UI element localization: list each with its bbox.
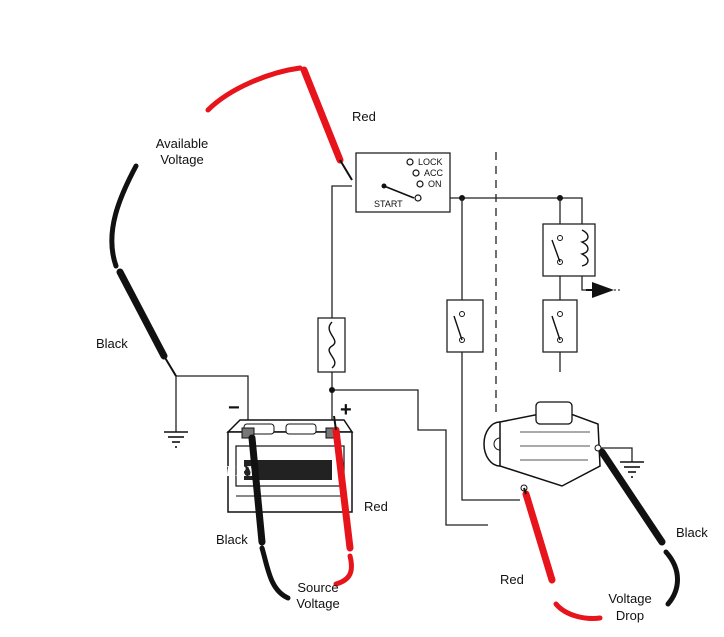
starter-relay bbox=[542, 223, 596, 277]
starter-motor bbox=[483, 401, 602, 492]
neutral-switch-box bbox=[446, 299, 484, 353]
relay-coil bbox=[579, 229, 589, 267]
black-test-lead-left bbox=[109, 163, 139, 269]
switch-on-label: ON bbox=[428, 179, 442, 189]
black-probe-starter bbox=[598, 448, 666, 546]
switch-acc-label: ACC bbox=[424, 168, 444, 178]
neutral-safety-switch bbox=[446, 299, 484, 353]
relay-contact bbox=[557, 235, 563, 241]
acc-position-dot bbox=[412, 169, 420, 177]
source-voltage-label-line1: Source bbox=[297, 580, 338, 595]
battery-cap bbox=[285, 423, 317, 435]
wire-switch-to-fuse bbox=[331, 185, 352, 318]
ground-symbol-right bbox=[600, 447, 644, 478]
ignition-switch: LOCK ACC ON START bbox=[355, 152, 451, 213]
wire-start-output bbox=[426, 197, 583, 224]
battery-negative-terminal bbox=[241, 427, 255, 439]
wire-starter-ground bbox=[600, 447, 633, 462]
fuse-box bbox=[317, 317, 346, 373]
black-probe-left bbox=[116, 268, 177, 377]
black-probe-battery bbox=[248, 434, 266, 546]
black-test-lead-battery bbox=[259, 545, 291, 601]
red-probe-top bbox=[300, 66, 353, 181]
lock-position-dot bbox=[406, 158, 414, 166]
positive-sign-label: + bbox=[340, 399, 352, 421]
starter-solenoid bbox=[535, 401, 573, 425]
battery-brand-text: BATTERY bbox=[185, 464, 258, 480]
switch-start-label: START bbox=[374, 199, 403, 209]
voltage-drop-label-line1: Voltage bbox=[608, 591, 651, 606]
switch-lock-label: LOCK bbox=[418, 157, 443, 167]
ignition-switch-box bbox=[355, 152, 451, 213]
red-test-lead-top bbox=[205, 65, 303, 113]
red-lead-label-battery: Red bbox=[364, 499, 388, 514]
available-voltage-label-line2: Voltage bbox=[160, 152, 203, 167]
negative-sign-label: − bbox=[228, 397, 240, 419]
red-test-lead-starter bbox=[553, 601, 603, 621]
junction-dot bbox=[329, 387, 335, 393]
clutch-switch-box bbox=[542, 299, 578, 353]
starter-ground-stud bbox=[594, 444, 602, 452]
wire-battery-negative bbox=[176, 375, 249, 420]
start-position-dot bbox=[414, 194, 422, 202]
black-test-lead-starter bbox=[663, 549, 680, 607]
black-lead-label-left: Black bbox=[96, 336, 128, 351]
voltage-drop-label-line2: Drop bbox=[616, 608, 644, 623]
black-lead-label-starter: Black bbox=[676, 525, 708, 540]
battery: BATTERY bbox=[185, 419, 354, 513]
clutch-switch-contact bbox=[557, 311, 563, 317]
fuse bbox=[317, 317, 346, 373]
red-probe-starter bbox=[522, 487, 556, 584]
switch-arm bbox=[383, 185, 415, 199]
wire-neutral-to-starter bbox=[461, 352, 520, 501]
fuse-element bbox=[328, 321, 336, 369]
black-lead-label-battery: Black bbox=[216, 532, 248, 547]
on-position-dot bbox=[416, 180, 424, 188]
red-lead-label-starter: Red bbox=[500, 572, 524, 587]
relay-switch-arm bbox=[551, 239, 561, 263]
clutch-switch bbox=[542, 299, 578, 372]
ground-symbol-left bbox=[164, 431, 188, 448]
red-probe-battery bbox=[332, 415, 354, 552]
arrow-head-icon bbox=[592, 282, 614, 298]
neutral-switch-contact bbox=[459, 311, 465, 317]
battery-label-plate bbox=[244, 460, 332, 480]
red-test-lead-battery bbox=[333, 553, 354, 587]
available-voltage-label-line1: Available bbox=[156, 136, 209, 151]
clutch-switch-arm bbox=[551, 315, 561, 341]
neutral-switch-arm bbox=[453, 315, 463, 341]
wire-battery-to-starter bbox=[332, 389, 488, 526]
output-arrow bbox=[586, 282, 620, 298]
red-lead-label-top: Red bbox=[352, 109, 376, 124]
source-voltage-label-line2: Voltage bbox=[296, 596, 339, 611]
